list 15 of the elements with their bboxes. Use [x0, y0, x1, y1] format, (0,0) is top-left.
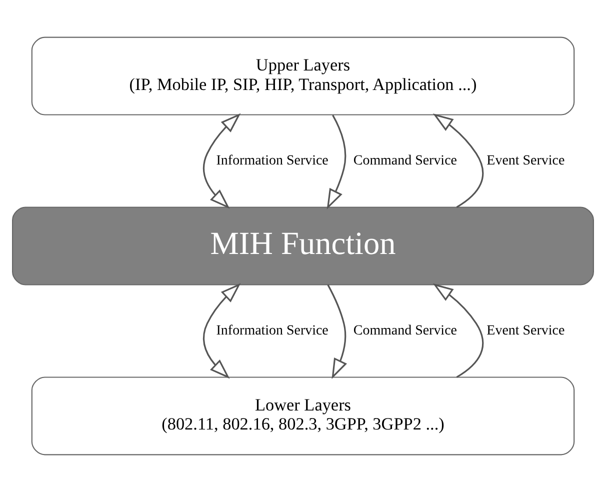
- edge-label: Information Service: [216, 154, 328, 169]
- arrow: [202, 113, 241, 209]
- edge-label: Command Service: [353, 154, 457, 169]
- arrow: [432, 113, 484, 208]
- edge-label: Event Service: [486, 324, 565, 339]
- arrow: [202, 283, 241, 379]
- arrow: [432, 283, 484, 378]
- node-box: Upper Layers (IP, Mobile IP, SIP, HIP, Transport, Application ...): [31, 36, 575, 116]
- arrow: [327, 284, 347, 380]
- edge-label: Information Service: [216, 324, 328, 339]
- node-box: MIH Function: [12, 206, 594, 286]
- edge-label: Command Service: [353, 324, 457, 339]
- edge-label: Event Service: [486, 154, 565, 169]
- arrow: [326, 114, 346, 210]
- node-box: Lower Layers (802.11, 802.16, 802.3, 3GPP, 3GPP2 ...): [31, 376, 575, 456]
